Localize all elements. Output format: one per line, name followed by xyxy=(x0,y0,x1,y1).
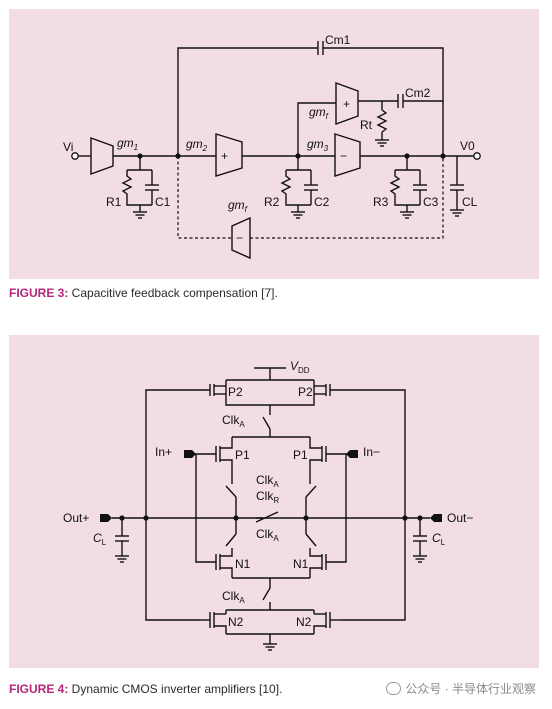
out-plus-label: Out+ xyxy=(63,511,89,525)
wechat-icon xyxy=(386,682,402,695)
gm3-transconductor xyxy=(334,133,361,177)
figure-4-labels: VDD P2 P2 ClkA In+ In− P1 P1 ClkA ClkR O… xyxy=(63,359,473,629)
cm2-label: Cm2 xyxy=(405,86,431,100)
gm2-plus-sign: + xyxy=(221,149,228,163)
n1-left-label: N1 xyxy=(235,557,251,571)
c2-label: C2 xyxy=(314,195,330,209)
gmf-bottom-minus-sign: − xyxy=(236,231,243,245)
cl-label: CL xyxy=(462,195,478,209)
rt-label: Rt xyxy=(360,118,373,132)
figure-3-labels: Vi V0 gm1 gm2 gm3 gmf gmf Cm1 Cm2 Rt R1 … xyxy=(63,33,478,245)
gmf-top-transconductor xyxy=(335,82,359,125)
out-minus-label: Out− xyxy=(447,511,473,525)
r3-label: R3 xyxy=(373,195,389,209)
figure-4-caption-text: Dynamic CMOS inverter amplifiers [10]. xyxy=(68,682,283,696)
watermark-text: 公众号 · 半导体行业观察 xyxy=(405,682,536,696)
figure-3-panel xyxy=(9,9,539,279)
gm2-label: gm2 xyxy=(186,137,208,153)
figure-3-caption-text: Capacitive feedback compensation [7]. xyxy=(68,286,278,300)
p1-left-label: P1 xyxy=(235,448,250,462)
clkr-label: ClkR xyxy=(256,489,279,505)
p1-right-label: P1 xyxy=(293,448,308,462)
clka-top-label: ClkA xyxy=(222,413,245,429)
figure-3-caption-label: FIGURE 3: xyxy=(9,286,69,300)
vdd-label: VDD xyxy=(290,359,310,375)
r2-label: R2 xyxy=(264,195,280,209)
figure-3-schematic xyxy=(71,41,481,260)
n2-right-label: N2 xyxy=(296,615,312,629)
figure-3-caption: FIGURE 3: Capacitive feedback compensati… xyxy=(9,286,278,300)
gm2-transconductor xyxy=(215,133,243,177)
v0-label: V0 xyxy=(460,139,475,153)
n2-left-label: N2 xyxy=(228,615,244,629)
cl-right-label: CL xyxy=(432,531,446,547)
in-plus-label: In+ xyxy=(155,445,172,459)
gm3-label: gm3 xyxy=(307,137,329,153)
figure-4-schematic xyxy=(100,367,442,651)
clka-low-label: ClkA xyxy=(256,527,279,543)
figure-4-caption-label: FIGURE 4: xyxy=(9,682,69,696)
cm1-label: Cm1 xyxy=(325,33,351,47)
c1-label: C1 xyxy=(155,195,171,209)
vi-label: Vi xyxy=(63,140,73,154)
clka-mid-label: ClkA xyxy=(256,473,279,489)
figure-4-panel xyxy=(9,335,539,668)
v0-terminal xyxy=(473,152,481,160)
r1-label: R1 xyxy=(106,195,122,209)
gmf-bottom-transconductor xyxy=(231,216,251,260)
gm3-minus-sign: − xyxy=(340,149,347,163)
c3-label: C3 xyxy=(423,195,439,209)
gmf-bottom-label: gmf xyxy=(228,198,248,214)
watermark: 公众号 · 半导体行业观察 xyxy=(386,680,536,697)
gmf-top-label: gmf xyxy=(309,105,329,121)
gm1-label: gm1 xyxy=(117,136,138,152)
gm1-transconductor xyxy=(90,137,114,175)
in-minus-label: In− xyxy=(363,445,380,459)
clka-bottom-label: ClkA xyxy=(222,589,245,605)
p2-left-label: P2 xyxy=(228,385,243,399)
figure-4-caption: FIGURE 4: Dynamic CMOS inverter amplifie… xyxy=(9,682,282,696)
gmf-top-plus-sign: + xyxy=(343,97,350,111)
p2-right-label: P2 xyxy=(298,385,313,399)
cl-left-label: CL xyxy=(93,531,107,547)
n1-right-label: N1 xyxy=(293,557,309,571)
